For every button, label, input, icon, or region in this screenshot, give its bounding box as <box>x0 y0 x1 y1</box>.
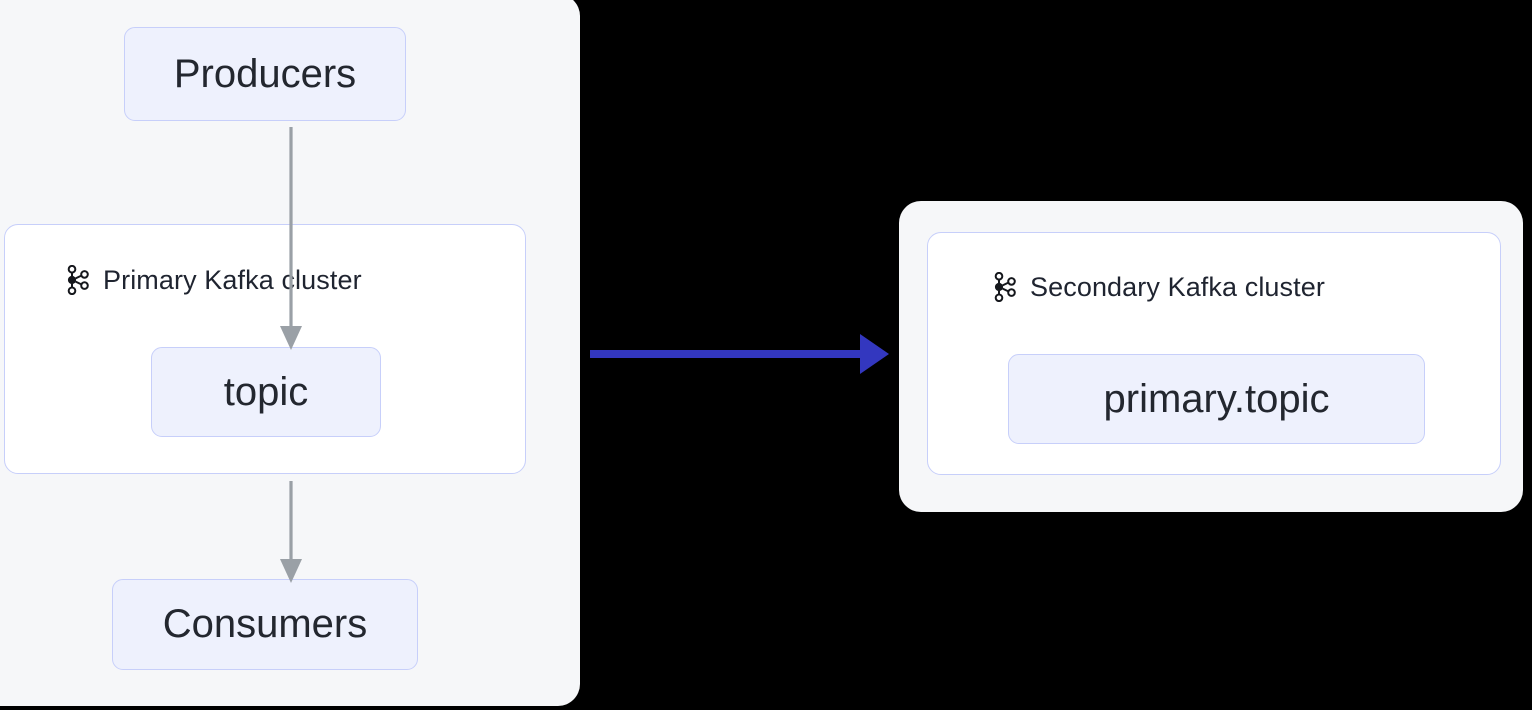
secondary-cluster-panel: Secondary Kafka cluster primary.topic <box>899 201 1523 512</box>
node-consumers-label: Consumers <box>162 602 368 646</box>
node-topic[interactable]: topic <box>151 347 381 437</box>
node-producers[interactable]: Producers <box>124 27 406 121</box>
primary-kafka-cluster-box: Primary Kafka cluster topic <box>4 224 526 474</box>
node-producers-label: Producers <box>173 51 357 96</box>
primary-cluster-label: Primary Kafka cluster <box>103 264 362 295</box>
primary-cluster-header: Primary Kafka cluster <box>65 265 362 295</box>
secondary-cluster-label: Secondary Kafka cluster <box>1030 271 1325 302</box>
node-primary-topic-label: primary.topic <box>1103 376 1330 421</box>
secondary-kafka-cluster-box: Secondary Kafka cluster primary.topic <box>927 232 1501 475</box>
node-consumers[interactable]: Consumers <box>112 579 418 670</box>
kafka-icon <box>67 265 89 295</box>
node-primary-topic[interactable]: primary.topic <box>1008 354 1425 444</box>
edge-primary-to-secondary-replication <box>590 334 889 374</box>
primary-cluster-panel: Producers Primary Kafka cluster <box>0 0 580 706</box>
node-topic-label: topic <box>223 369 309 414</box>
kafka-icon <box>994 272 1016 302</box>
secondary-cluster-header: Secondary Kafka cluster <box>992 272 1325 302</box>
